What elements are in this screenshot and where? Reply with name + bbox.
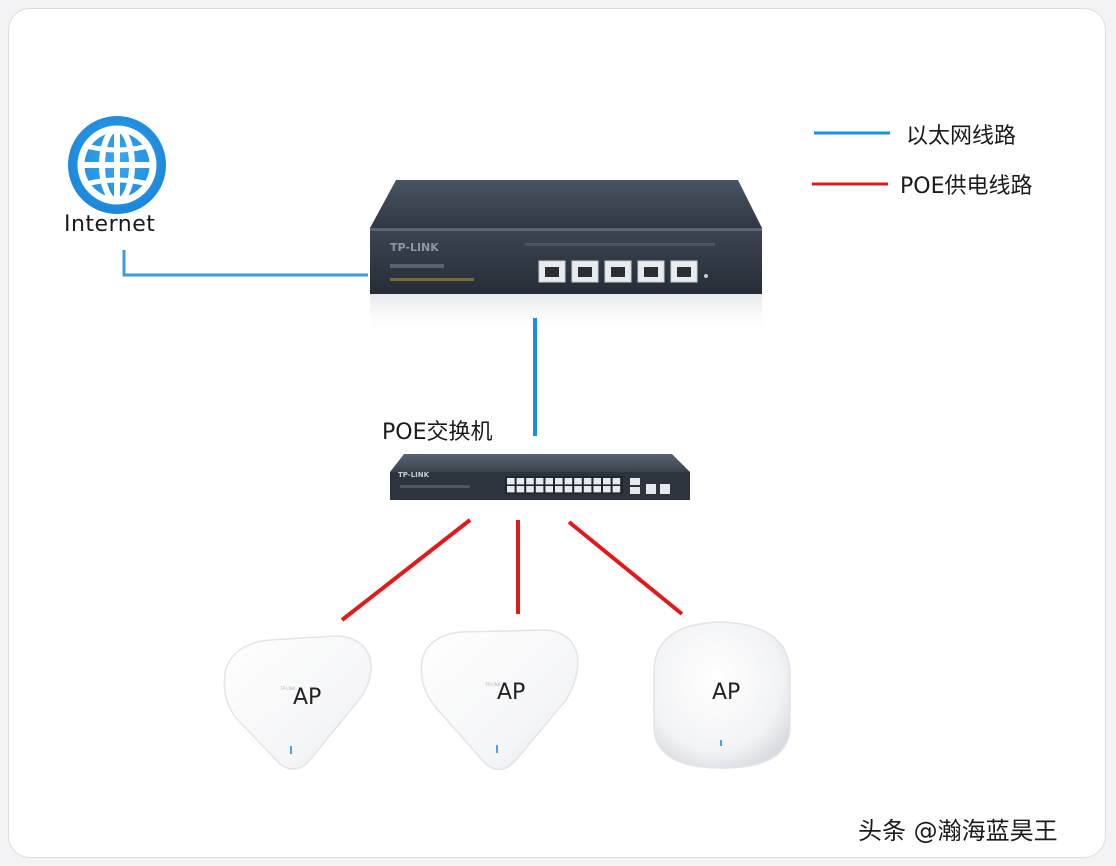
switch-port <box>545 478 553 485</box>
switch-port <box>603 486 611 493</box>
switch-port <box>574 478 582 485</box>
switch-port <box>526 486 534 493</box>
switch-port <box>593 478 601 485</box>
switch-port <box>507 486 515 493</box>
access-point-2: TP-LINK <box>420 629 579 771</box>
ap2-label: AP <box>497 680 526 705</box>
switch-port <box>583 486 592 493</box>
switch-port <box>593 486 601 493</box>
internet-label: Internet <box>64 212 156 237</box>
switch-port <box>564 478 573 485</box>
switch-port <box>612 486 621 493</box>
diagram-frame <box>8 8 1106 858</box>
poe-switch-device: TP-LINK <box>390 454 690 500</box>
switch-port <box>612 478 621 485</box>
poe-switch-label: POE交换机 <box>382 420 493 445</box>
switch-port <box>583 478 592 485</box>
switch-port <box>516 478 525 485</box>
watermark-text: 头条 @瀚海蓝昊王 <box>858 817 1058 845</box>
poe-link-ap3 <box>567 520 684 616</box>
router-ports <box>538 260 708 283</box>
switch-port <box>526 478 534 485</box>
internet-ethernet-link <box>122 250 368 277</box>
switch-port <box>555 478 563 485</box>
switch-port <box>545 486 553 493</box>
poe-link-ap1 <box>340 518 472 622</box>
switch-port <box>507 478 515 485</box>
switch-port <box>516 486 525 493</box>
access-point-3 <box>653 621 791 769</box>
switch-port <box>574 486 582 493</box>
router-brand: TP-LINK <box>390 241 439 254</box>
switch-brand: TP-LINK <box>398 471 430 479</box>
router-device: TP-LINK <box>370 180 762 334</box>
switch-port <box>535 486 544 493</box>
legend-poe-label: POE供电线路 <box>900 174 1033 199</box>
switch-port <box>535 478 544 485</box>
switch-port <box>603 478 611 485</box>
ap1-label: AP <box>293 685 322 710</box>
switch-port <box>564 486 573 493</box>
switch-port <box>555 486 563 493</box>
access-point-1: TP-LINK <box>223 635 372 770</box>
svg-text:TP-LINK: TP-LINK <box>484 682 501 687</box>
legend-ethernet-label: 以太网线路 <box>906 124 1017 149</box>
ap3-label: AP <box>712 680 741 705</box>
svg-text:TP-LINK: TP-LINK <box>279 686 296 691</box>
globe-icon <box>68 116 166 214</box>
